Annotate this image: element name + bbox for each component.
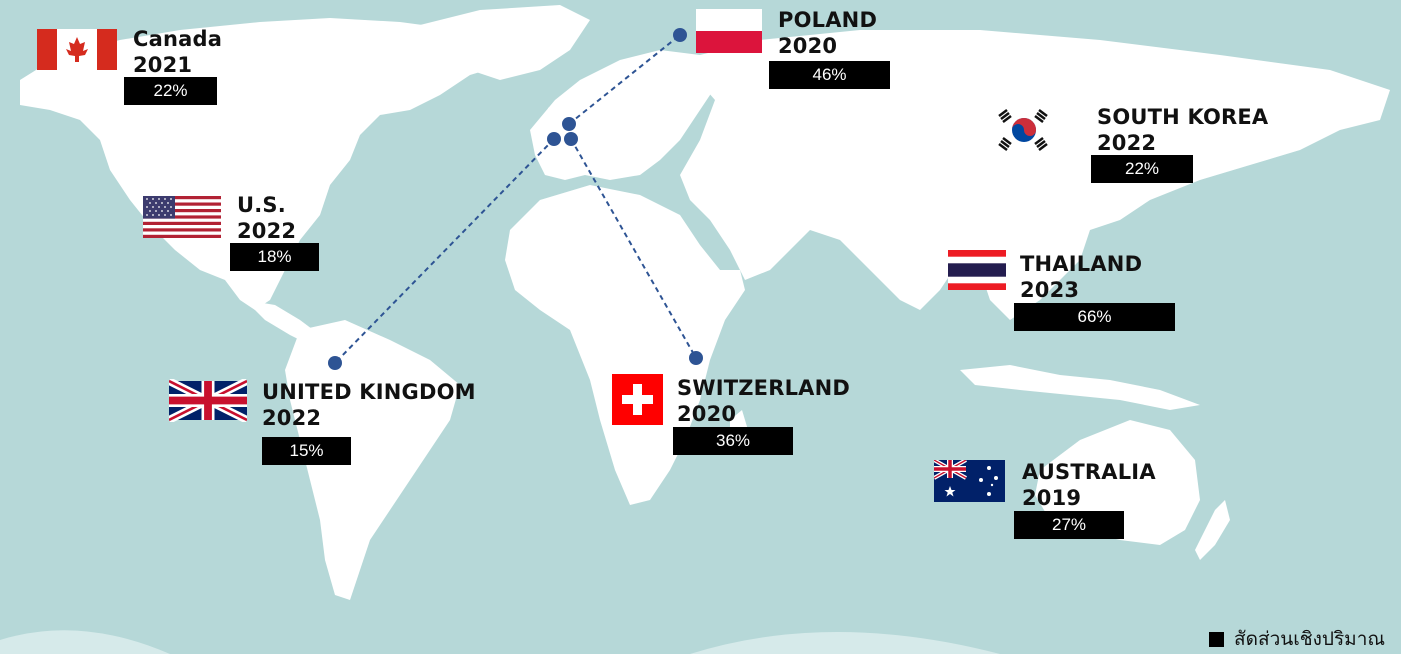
poland-flag-icon xyxy=(696,9,762,53)
europe-landmass xyxy=(530,50,720,180)
africa-landmass xyxy=(505,185,745,505)
country-year-poland: 2020 xyxy=(778,34,838,58)
japan-landmass xyxy=(1085,175,1115,225)
australia-flag-icon xyxy=(934,460,1005,502)
country-name-thailand: THAILAND xyxy=(1020,252,1143,276)
greenland-landmass xyxy=(420,5,590,80)
country-name-canada: Canada xyxy=(133,27,223,51)
marker-dot-poland-end xyxy=(673,28,687,42)
marker-dot-switzerland-origin xyxy=(564,132,578,146)
uk-flag-icon xyxy=(169,379,247,422)
country-year-australia: 2019 xyxy=(1022,486,1082,510)
canada-flag-icon xyxy=(37,29,117,70)
country-year-us: 2022 xyxy=(237,219,297,243)
country-year-switzerland: 2020 xyxy=(677,402,737,426)
share-bar-south-korea: 22% xyxy=(1091,155,1193,183)
country-name-switzerland: SWITZERLAND xyxy=(677,376,851,400)
switzerland-flag-icon xyxy=(612,374,663,425)
country-year-south-korea: 2022 xyxy=(1097,131,1157,155)
new-zealand-landmass xyxy=(1195,500,1230,560)
legend: สัดส่วนเชิงปริมาณ xyxy=(1209,624,1385,654)
marker-dot-switzerland-end xyxy=(689,351,703,365)
marker-dot-uk-origin xyxy=(547,132,561,146)
legend-swatch xyxy=(1209,631,1225,647)
legend-label: สัดส่วนเชิงปริมาณ xyxy=(1234,628,1385,650)
asia-landmass xyxy=(680,30,1390,320)
share-bar-canada: 22% xyxy=(124,77,217,105)
thailand-flag-icon xyxy=(948,250,1006,290)
share-bar-switzerland: 36% xyxy=(673,427,793,455)
country-name-poland: POLAND xyxy=(778,8,878,32)
country-year-thailand: 2023 xyxy=(1020,278,1080,302)
indonesia-landmass xyxy=(960,365,1200,410)
share-bar-uk: 15% xyxy=(262,437,351,465)
us-flag-icon xyxy=(143,196,221,238)
connector-line-switzerland xyxy=(570,138,697,359)
country-name-us: U.S. xyxy=(237,193,286,217)
country-name-uk: UNITED KINGDOM xyxy=(262,380,476,404)
south-america-landmass xyxy=(285,320,460,600)
marker-dot-uk-end xyxy=(328,356,342,370)
marker-dot-poland-origin xyxy=(562,117,576,131)
connector-line-uk xyxy=(334,138,555,364)
country-year-uk: 2022 xyxy=(262,406,322,430)
country-year-canada: 2021 xyxy=(133,53,193,77)
south-korea-flag-icon xyxy=(985,104,1063,156)
connector-line-poland xyxy=(568,34,681,125)
country-name-south-korea: SOUTH KOREA xyxy=(1097,105,1269,129)
share-bar-thailand: 66% xyxy=(1014,303,1175,331)
share-bar-us: 18% xyxy=(230,243,319,271)
share-bar-poland: 46% xyxy=(769,61,890,89)
share-bar-australia: 27% xyxy=(1014,511,1124,539)
country-name-australia: AUSTRALIA xyxy=(1022,460,1156,484)
